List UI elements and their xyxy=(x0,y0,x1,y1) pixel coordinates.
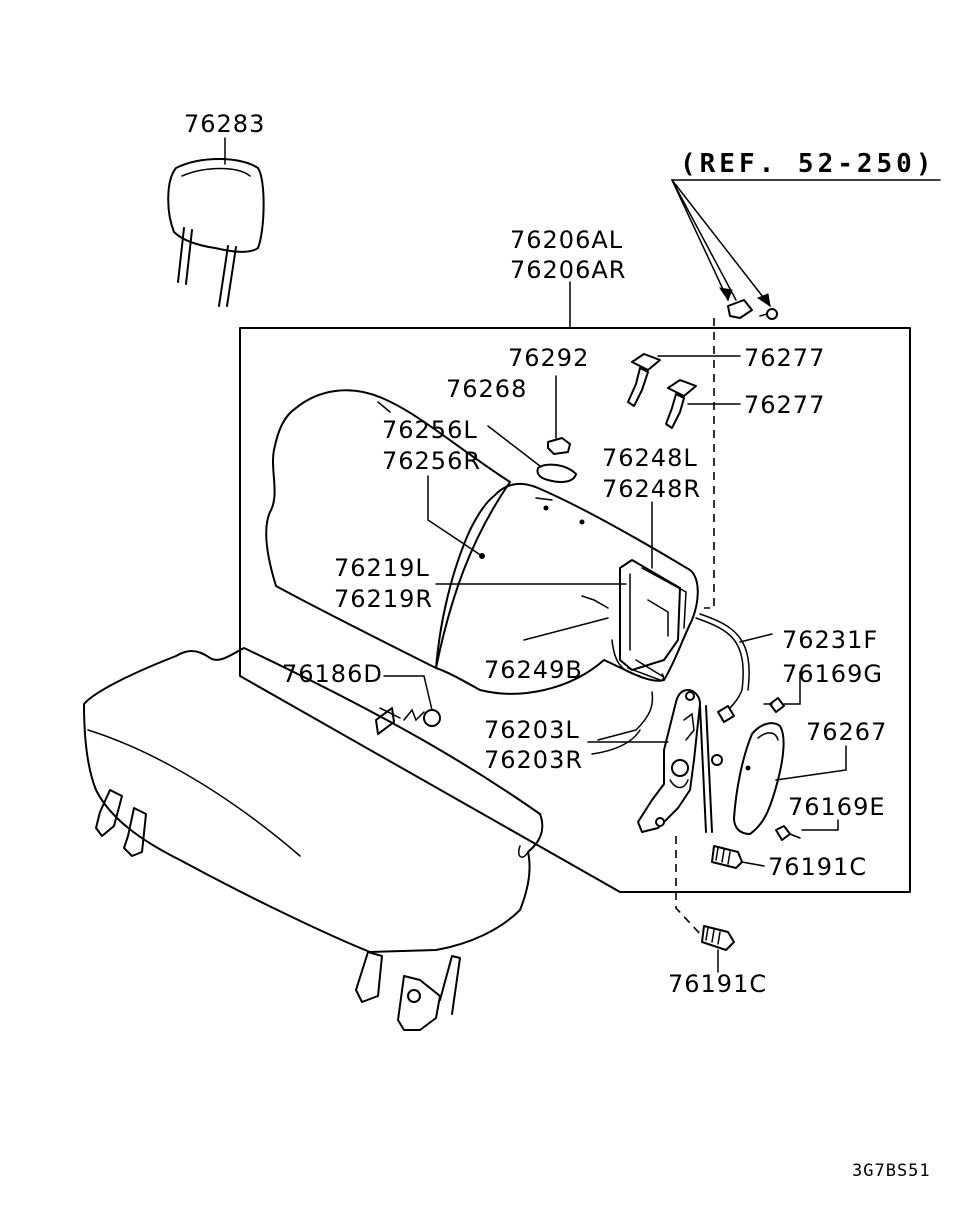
clip-76292[interactable] xyxy=(547,437,571,455)
cable-end-ring xyxy=(711,754,723,766)
seat-leg-right xyxy=(355,951,461,1031)
label-76191c-a: 76191C xyxy=(768,853,867,881)
label-76169g: 76169G xyxy=(782,660,883,688)
label-76248r: 76248R xyxy=(602,475,701,503)
label-76169e: 76169E xyxy=(788,793,886,821)
label-76206al: 76206AL xyxy=(510,226,623,254)
bolt-76277-a[interactable] xyxy=(627,353,661,407)
bolt-76191c-b[interactable] xyxy=(701,925,735,951)
screw-76169e[interactable] xyxy=(775,825,801,841)
release-cable[interactable] xyxy=(695,613,750,723)
label-76203r: 76203R xyxy=(484,746,583,774)
label-76277-b: 76277 xyxy=(744,391,825,419)
reference-arrows xyxy=(671,179,941,308)
label-76219r: 76219R xyxy=(334,585,433,613)
hinge-link-rod xyxy=(699,705,713,833)
seat-leg-left xyxy=(95,789,147,857)
label-76283: 76283 xyxy=(184,110,265,138)
label-76203l: 76203L xyxy=(484,716,580,744)
label-76206ar: 76206AR xyxy=(510,256,626,284)
hook-76186d[interactable] xyxy=(375,707,441,735)
reference-note: (REF. 52-250) xyxy=(680,149,936,179)
assembly-boundary xyxy=(239,327,911,893)
leader-lines xyxy=(377,355,847,973)
seat-hinge[interactable] xyxy=(637,689,701,833)
bolt-76191c-a[interactable] xyxy=(711,845,743,869)
bolt-76277-b[interactable] xyxy=(665,379,697,429)
label-76268: 76268 xyxy=(446,375,527,403)
label-76249b: 76249B xyxy=(484,656,583,684)
ref-dashed-link xyxy=(704,318,715,609)
label-76248l: 76248L xyxy=(602,444,698,472)
pad-76268[interactable] xyxy=(536,463,577,483)
seat-cushion[interactable] xyxy=(83,647,544,953)
drawing-code: 3G7BS51 xyxy=(852,1161,931,1181)
seatback-cover[interactable] xyxy=(265,389,511,669)
label-76256r: 76256R xyxy=(382,447,481,475)
label-76186d: 76186D xyxy=(282,660,383,688)
label-76191c-b: 76191C xyxy=(668,970,767,998)
screw-76169g[interactable] xyxy=(763,697,785,713)
label-76231f: 76231F xyxy=(782,626,878,654)
cover-76267[interactable] xyxy=(733,722,785,835)
label-76292: 76292 xyxy=(508,344,589,372)
headrest[interactable] xyxy=(167,158,265,307)
label-76267: 76267 xyxy=(806,718,887,746)
bolt-dashed-link xyxy=(675,836,703,937)
seatback-spring[interactable] xyxy=(611,559,687,682)
ref-clip-parts[interactable] xyxy=(727,299,778,320)
label-76256l: 76256L xyxy=(382,416,478,444)
label-76277-a: 76277 xyxy=(744,344,825,372)
label-76219l: 76219L xyxy=(334,554,430,582)
